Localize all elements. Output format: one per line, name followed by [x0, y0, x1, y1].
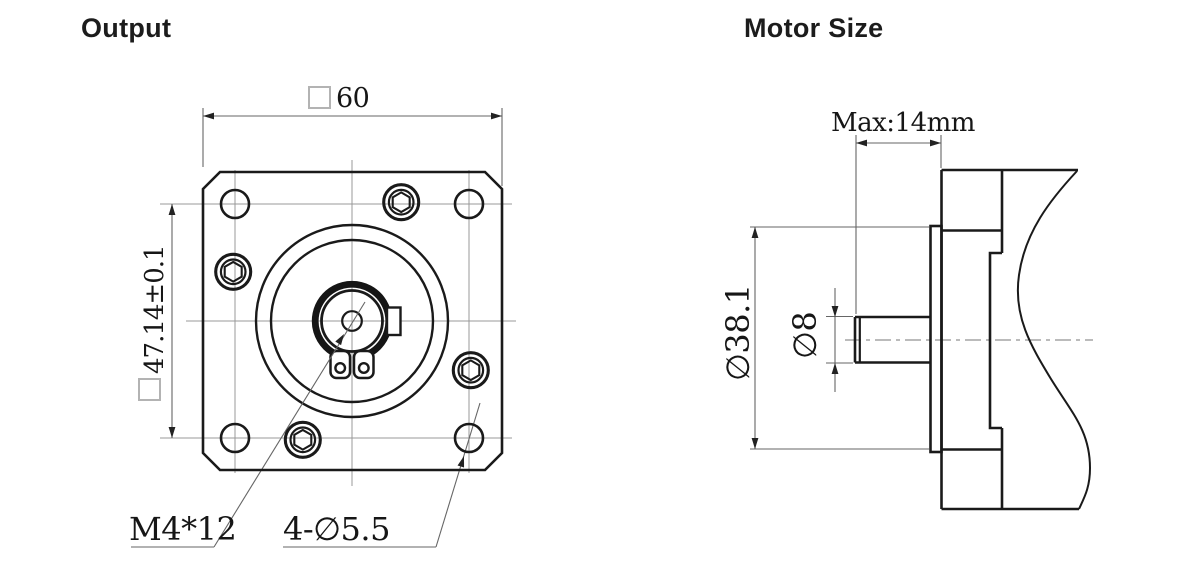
break-line	[1016, 170, 1092, 510]
motor-shaft	[853, 315, 931, 364]
output-view-title: Output	[81, 13, 172, 43]
leader-4-holes	[283, 402, 481, 548]
dim-arrowhead	[751, 438, 759, 449]
inner-boss-circle	[269, 238, 435, 404]
motor-size-view: Max:14mm ∅38.1 ∅8	[719, 108, 1093, 511]
dimension-square-60: 60	[202, 83, 503, 186]
dim-arrowhead	[203, 112, 214, 120]
left-lug-hole	[334, 362, 347, 375]
pilot-boss-circle	[254, 223, 450, 419]
dim-text-max-14mm: Max:14mm	[831, 108, 975, 138]
dim-text-d8: ∅8	[786, 312, 824, 359]
flange-outline	[201, 170, 504, 472]
leader-line	[435, 402, 481, 548]
output-view: 60 47.14±0.1 M4*12 4-∅5.5	[129, 83, 516, 548]
right-lug-hole	[357, 362, 370, 375]
socket-screw-right	[451, 351, 490, 390]
dim-arrowhead	[831, 306, 839, 317]
label-4-d5-5: 4-∅5.5	[283, 510, 390, 548]
dimension-pilot-diameter: ∅38.1	[719, 226, 929, 450]
dim-arrowhead	[831, 363, 839, 374]
dim-text-d38-1: ∅38.1	[719, 284, 757, 381]
socket-screw-top	[382, 183, 421, 222]
center-tapped-hole	[341, 310, 363, 332]
motor-body-outline	[929, 168, 1092, 511]
dimension-max-14mm: Max:14mm	[831, 108, 975, 314]
square-symbol	[308, 86, 331, 109]
pilot-recess-notch	[988, 251, 1002, 430]
dim-arrowhead	[751, 227, 759, 238]
socket-screw-bottom	[283, 420, 322, 459]
keyway-tab	[385, 306, 402, 337]
dim-arrowhead	[168, 427, 176, 438]
centerlines	[160, 160, 516, 486]
dimension-shaft-diameter: ∅8	[786, 288, 853, 392]
dim-arrowhead	[930, 139, 941, 147]
pilot-boss-plate	[929, 224, 943, 454]
dim-text-60: 60	[336, 83, 369, 114]
shaft-bore-circle	[320, 289, 384, 353]
leader-m4x12	[131, 301, 366, 548]
dim-arrowhead	[491, 112, 502, 120]
motor-size-view-title: Motor Size	[744, 13, 884, 43]
leader-arrowhead	[457, 455, 468, 468]
label-m4x12: M4*12	[129, 510, 236, 548]
dim-arrowhead	[168, 204, 176, 215]
square-symbol	[138, 378, 161, 401]
dim-arrowhead	[856, 139, 867, 147]
socket-screw-left	[214, 252, 253, 291]
dim-text-47-14: 47.14±0.1	[140, 245, 170, 374]
dimension-bolt-spacing: 47.14±0.1	[138, 204, 176, 438]
